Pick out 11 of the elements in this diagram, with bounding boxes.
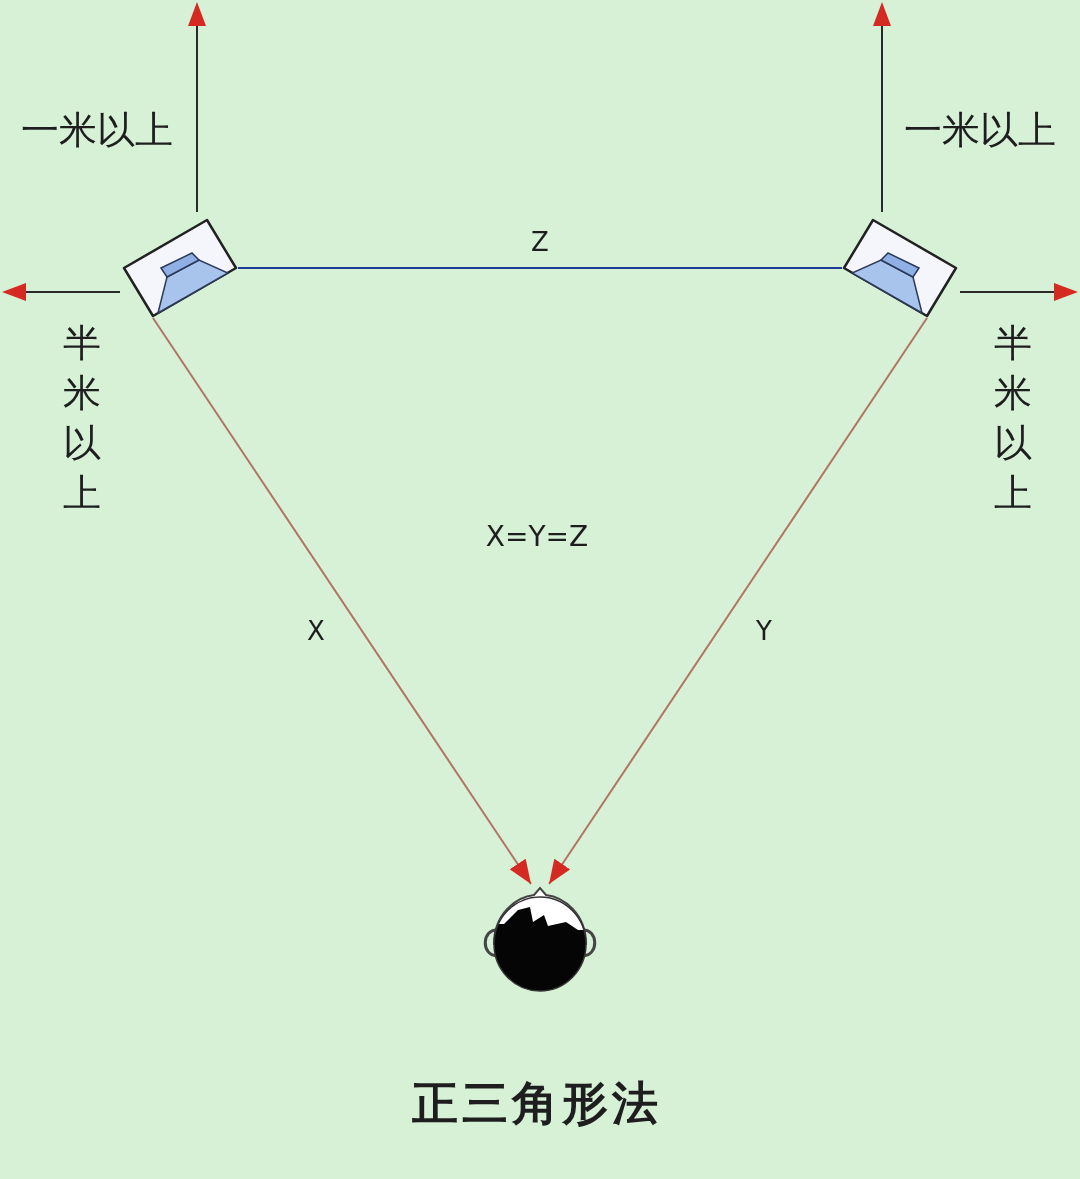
speaker-icon xyxy=(122,218,238,318)
distance-label: 半米以上 xyxy=(994,319,1032,518)
arrow xyxy=(548,317,928,885)
speaker-icon xyxy=(842,218,958,318)
arrow xyxy=(152,317,532,885)
distance-label: 一米以上 xyxy=(904,111,1056,149)
distance-label: 半米以上 xyxy=(63,319,101,518)
caption-text: 正三角形法 xyxy=(412,1080,662,1126)
equation-label: X=Y=Z xyxy=(485,523,589,551)
connector-line xyxy=(237,267,843,269)
distance-label: 一米以上 xyxy=(21,111,173,149)
